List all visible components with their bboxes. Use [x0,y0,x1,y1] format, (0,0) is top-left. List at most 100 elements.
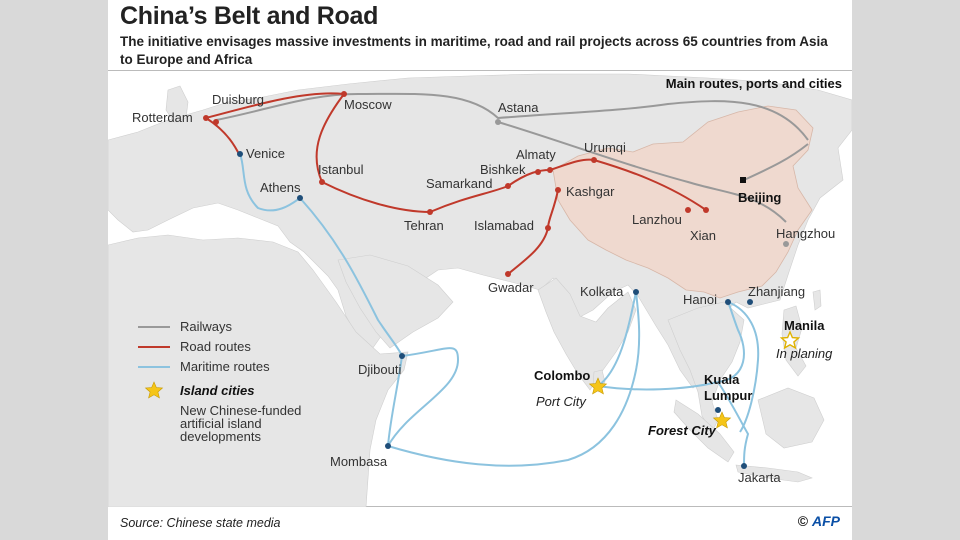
duisburg-dot [213,119,219,125]
panel-label: Main routes, ports and cities [666,76,842,91]
lanzhou-dot [685,207,691,213]
label-hangzhou: Hangzhou [776,226,835,241]
india-landmass [537,277,637,391]
uk-landmass [165,85,189,123]
label-tehran: Tehran [404,218,444,233]
kashgar-dot [555,187,561,193]
kolkata-dot [633,289,639,295]
istanbul-dot [319,179,325,185]
moscow-dot [341,91,347,97]
beijing-marker [740,177,746,183]
label-manila-note: In planing [776,346,833,361]
label-zhanjiang: Zhanjiang [748,284,805,299]
hanoi-dot [725,299,731,305]
label-astana: Astana [498,100,539,115]
tehran-dot [427,209,433,215]
sea-djibouti-mombasa [387,355,403,447]
zhanjiang-dot [747,299,753,305]
sea-kuala-lumpur-hanoi [717,301,745,383]
sea-zhanjiang-east [727,301,760,433]
label-xian: Xian [690,228,716,243]
bishkek-dot [535,169,541,175]
jakarta-dot [741,463,747,469]
sea-kolkata-colombo [597,291,637,387]
legend-star-icon [144,381,164,399]
label-gwadar: Gwadar [488,280,534,295]
sea-djibouti-indian-ocean [387,347,460,447]
sea-colombo-kuala-lumpur [597,381,719,391]
kuala-lumpur-dot [715,407,721,413]
label-athens: Athens [260,180,301,195]
label-jakarta: Jakarta [738,470,781,485]
legend-island-cities: Island cities [180,383,254,398]
label-forest-city: Forest City [648,423,717,438]
label-lanzhou: Lanzhou [632,212,682,227]
page-title: China’s Belt and Road [120,2,379,30]
sea-venice-athens [239,153,301,212]
gwadar-dot [505,271,511,277]
rail-astana-china [497,121,787,223]
samarkand-dot [505,183,511,189]
label-djibouti: Djibouti [358,362,401,377]
maritime-routes [239,153,760,467]
islamabad-dot [545,225,551,231]
copyright-symbol: © [797,513,809,529]
city-markers [203,91,789,469]
label-bishkek: Bishkek [480,162,526,177]
astana-dot [495,119,501,125]
legend-island-desc-2: artificial island [180,416,262,431]
label-beijing: Beijing [738,190,781,205]
label-rotterdam: Rotterdam [132,110,193,125]
taiwan-landmass [812,289,822,311]
colombo-star-icon [588,377,608,395]
africa-landmass [108,234,409,507]
venice-dot [237,151,243,157]
island-city-stars [588,330,801,429]
almaty-dot [547,167,553,173]
legend-island-desc-1: New Chinese-funded [180,403,301,418]
label-mombasa: Mombasa [330,454,388,469]
label-colombo: Colombo [534,368,590,383]
label-kolkata: Kolkata [580,284,624,299]
legend-island-desc-3: developments [180,429,261,444]
label-lumpur: Lumpur [704,388,752,403]
railway-lines [215,92,809,223]
page-subtitle: The initiative envisages massive investm… [120,34,828,67]
sea-mombasa-kolkata [387,291,641,467]
legend-maritime-routes: Maritime routes [180,359,270,374]
borneo-landmass [757,387,825,449]
sea-athens-djibouti [299,197,403,357]
label-venice: Venice [246,146,285,161]
label-colombo-note: Port City [536,394,587,409]
arabia-landmass [337,254,454,349]
label-kuala: Kuala [704,372,740,387]
java-landmass [735,464,813,483]
mombasa-dot [385,443,391,449]
route-map: Rotterdam Duisburg Moscow Astana Venice … [108,70,852,507]
label-istanbul: Istanbul [318,162,364,177]
source-note: Source: Chinese state media [120,516,281,530]
infographic-card: China’s Belt and Road The initiative env… [108,0,852,540]
label-kashgar: Kashgar [566,184,615,199]
label-hanoi: Hanoi [683,292,717,307]
label-samarkand: Samarkand [426,176,492,191]
rail-moscow-northern [215,92,809,141]
urumqi-dot [591,157,597,163]
forest-city-star-icon [712,411,732,429]
label-urumqi: Urumqi [584,140,626,155]
label-islamabad: Islamabad [474,218,534,233]
rail-beijing-connector [743,143,809,181]
copyright-credit: © AFP [798,513,840,529]
label-almaty: Almaty [516,147,556,162]
manila-star-icon [779,330,801,350]
sumatra-landmass [673,399,735,463]
djibouti-dot [399,353,405,359]
legend-railways: Railways [180,319,233,334]
china-territory [552,105,814,299]
xian-dot [703,207,709,213]
legend-road-routes: Road routes [180,339,251,354]
hangzhou-dot [783,241,789,247]
label-duisburg: Duisburg [212,92,264,107]
legend: Railways Road routes Maritime routes Isl… [138,319,301,444]
label-manila: Manila [784,318,825,333]
